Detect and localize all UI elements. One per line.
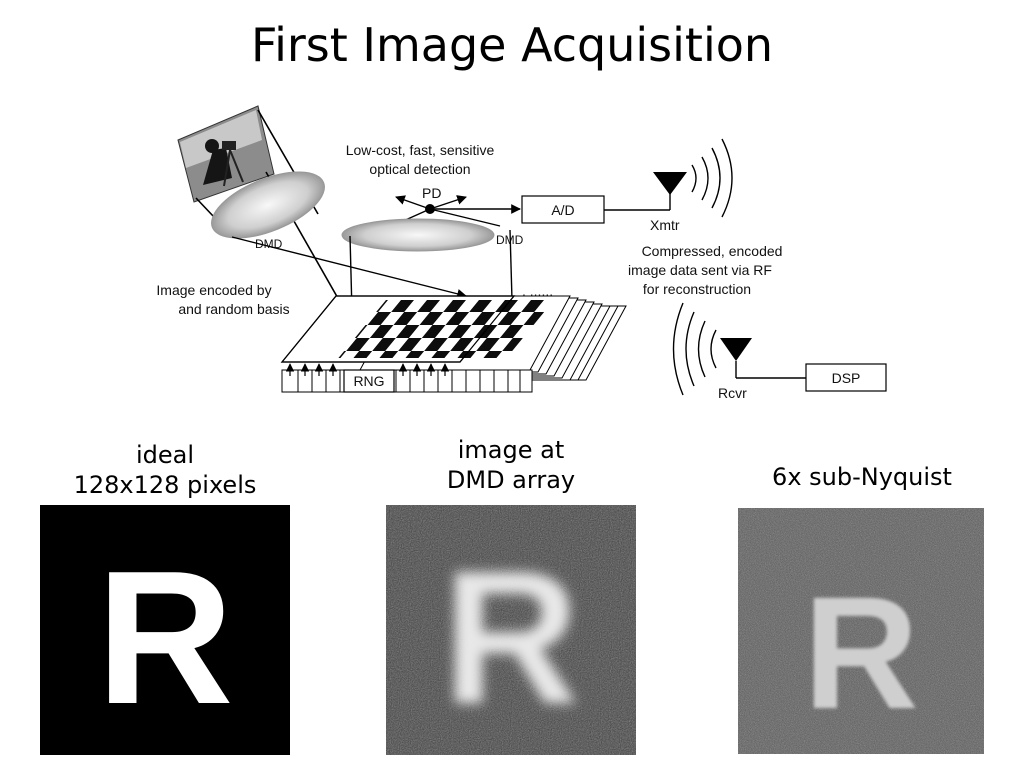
detection-label-line2: optical detection: [369, 161, 470, 177]
rng-box: [343, 369, 395, 393]
register-arrows: [285, 363, 450, 376]
left-lens: [211, 171, 325, 239]
compressed-line2: image data sent via RF: [628, 262, 772, 278]
ad-label: A/D: [551, 202, 574, 218]
rcvr-label: Rcvr: [718, 385, 747, 401]
dmd-array: [280, 295, 555, 363]
ad-converter-box: [521, 195, 605, 224]
ideal-image-panel: R: [40, 505, 290, 755]
dmd-letter: R: [442, 532, 579, 744]
reconstructed-image-panel: R: [738, 508, 984, 754]
dmd-image-panel: R: [386, 505, 636, 755]
page-title: First Image Acquisition: [250, 18, 774, 72]
dsp-box: [805, 363, 887, 392]
ideal-letter: R: [96, 532, 233, 744]
acquisition-diagram: DMD Low-cost, fast, sensitive optical de…: [156, 105, 887, 401]
source-photo: [177, 105, 275, 203]
center-lens: [341, 218, 495, 252]
compressed-line1: Compressed, encoded: [642, 243, 783, 259]
pd-label: PD: [422, 185, 441, 201]
reconstructed-letter: R: [803, 563, 919, 742]
panel-2-caption: image at DMD array: [446, 436, 576, 494]
rng-label: RNG: [353, 373, 384, 389]
transmitter-antenna-icon: [653, 138, 733, 218]
encoded-line2: and random basis: [178, 301, 289, 317]
dsp-label: DSP: [832, 370, 861, 386]
panel-1-caption: ideal 128x128 pixels: [73, 441, 257, 499]
receiver-antenna-icon: [672, 302, 806, 396]
panel-3-caption: 6x sub-Nyquist: [772, 463, 952, 491]
compressed-line3: for reconstruction: [643, 281, 751, 297]
detection-label-line1: Low-cost, fast, sensitive: [346, 142, 495, 158]
xmtr-label: Xmtr: [650, 217, 680, 233]
dots-label: . ......: [522, 283, 553, 299]
encoded-line1: Image encoded by: [156, 282, 271, 298]
